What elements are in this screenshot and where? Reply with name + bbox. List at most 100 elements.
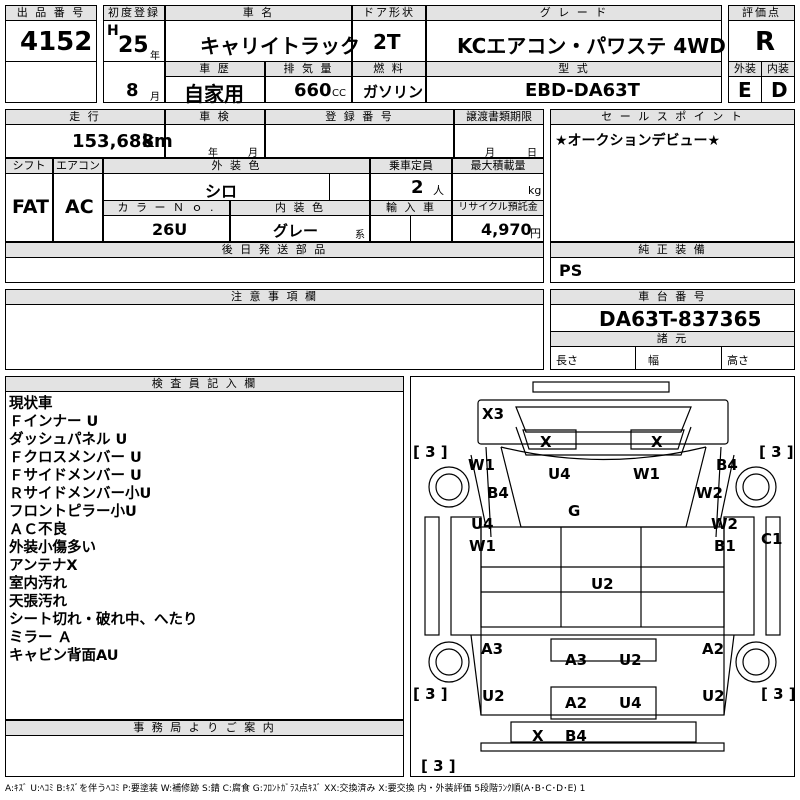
transfer-day-unit: 日 (527, 148, 537, 159)
mark-bed-u2b: U2 (619, 651, 642, 669)
remark-line: Ｆクロスメンバー U (9, 450, 142, 466)
legend-text: A:ｷｽﾞ U:ﾍｺﾐ B:ｷｽﾞを伴うﾍｺﾐ P:要塗装 W:補修跡 S:錆 … (5, 784, 586, 794)
color-no: 26U (152, 220, 188, 239)
import-cell-a (370, 215, 411, 242)
left-side-rail (450, 516, 482, 636)
header-score: 評価点 (728, 5, 795, 21)
shift: FAT (12, 196, 49, 218)
right-window (630, 429, 685, 450)
fuel: ガソリン (363, 83, 424, 101)
transfer-month-unit: 月 (485, 148, 495, 159)
ext-color-cell: シロ (103, 173, 330, 201)
history: 自家用 (184, 82, 244, 106)
displacement-cell: 660 CC (265, 76, 352, 103)
aircon: AC (65, 196, 94, 218)
door: 2T (373, 30, 401, 54)
header-door: ドア形状 (352, 5, 426, 21)
capacity-unit: 人 (433, 184, 444, 197)
reg-year-unit: 年 (150, 51, 160, 62)
damage-diagram: X3 X X [ 3 ] [ 3 ] W1 B4 U4 W1 B4 W2 G U… (410, 376, 795, 777)
rear-right-wheel (735, 641, 777, 683)
car-name-cell: キャリイトラック (165, 20, 360, 62)
recycle-cell: 4,970 円 (452, 215, 544, 242)
remark-line: Ｒサイドメンバー小U (9, 486, 152, 502)
car-name: キャリイトラック (200, 34, 360, 58)
chassis-no-cell: DA63T-837365 (550, 304, 795, 332)
mark-l-u4: U4 (471, 515, 494, 533)
header-later-parts: 後 日 発 送 部 品 (5, 242, 544, 258)
roof-outline (477, 399, 729, 445)
mileage: 153,688 (72, 131, 154, 152)
max-load-cell: kg (452, 173, 544, 201)
inspection-cell: 年 月 (165, 124, 265, 159)
header-fuel: 燃 料 (352, 61, 426, 77)
mark-hood-w1: W1 (633, 465, 660, 483)
header-history: 車 歴 (165, 61, 265, 77)
header-interior-grade: 内装 (761, 61, 795, 77)
first-reg-cell: H 25 年 (103, 20, 165, 62)
header-shift: シフト (5, 158, 53, 174)
mark-fr-w2: W2 (696, 484, 723, 502)
mark-rear-b4: B4 (565, 727, 587, 745)
bed-floor (480, 526, 725, 628)
header-model: 型 式 (426, 61, 722, 77)
notes-box (5, 304, 544, 370)
lot-no-cell: 4152 (5, 20, 97, 62)
roof-panel (515, 406, 692, 433)
mark-l-w1: W1 (469, 537, 496, 555)
transfer-deadline-cell: 月 日 (454, 124, 544, 159)
model: EBD-DA63T (525, 80, 640, 101)
right-side-rail (723, 516, 755, 636)
remark-line: Ｆサイドメンバー U (9, 468, 142, 484)
reg-month: 8 (126, 80, 139, 101)
reg-year: 25 (118, 33, 149, 58)
sales-point-box: ★オークションデビュー★ (550, 124, 795, 242)
remark-line: ダッシュパネル U (9, 432, 128, 448)
header-color-no: カ ラ ー Ｎ ｏ . (103, 200, 230, 216)
mark-fr-b4: B4 (716, 456, 738, 474)
right-mirror-rail (765, 516, 781, 636)
mark-rear-x: X (532, 727, 544, 745)
capacity: 2 (411, 177, 424, 198)
mark-bracket-rl: [ 3 ] (413, 685, 448, 703)
cab-sides (485, 446, 722, 538)
mark-tail-a2: A2 (565, 694, 587, 712)
rear-left-wheel (428, 641, 470, 683)
mark-r-c1: C1 (761, 530, 782, 548)
mark-tail-u4: U4 (619, 694, 642, 712)
color-no-cell: 26U (103, 215, 230, 242)
header-chassis-no: 車 台 番 号 (550, 289, 795, 305)
truck-outline: X3 X X [ 3 ] [ 3 ] W1 B4 U4 W1 B4 W2 G U… (413, 381, 794, 775)
reg-month-unit: 月 (150, 92, 160, 103)
width-label: 幅 (648, 354, 659, 367)
header-notes: 注 意 事 項 欄 (5, 289, 544, 305)
header-first-reg: 初度登録 (103, 5, 165, 21)
remark-line: キャビン背面AU (9, 648, 119, 664)
mark-rr-u2: U2 (702, 687, 725, 705)
header-capacity: 乗車定員 (370, 158, 452, 174)
genuine-equipment: PS (559, 261, 583, 280)
header-grade: グ レ ー ド (426, 5, 722, 21)
era: H (107, 23, 119, 39)
ext-color-extra (329, 173, 370, 201)
length-cell: 長さ (550, 346, 636, 370)
remark-line: フロントピラー小U (9, 504, 137, 520)
mileage-cell: 153,688 km (5, 124, 173, 158)
inspection-year-unit: 年 (208, 148, 218, 159)
header-sales-point: セ ー ル ス ポ イ ン ト (550, 109, 795, 125)
header-dimensions: 諸 元 (550, 331, 795, 347)
mark-bracket-rear: [ 3 ] (421, 757, 456, 775)
rear-body (480, 634, 725, 716)
mark-roof-right: X (651, 433, 663, 451)
windshield-outline (515, 426, 692, 456)
header-inspection: 車 検 (165, 109, 265, 125)
recycle: 4,970 (481, 220, 532, 239)
aircon-cell: AC (53, 173, 103, 242)
mark-fl-w1: W1 (468, 456, 495, 474)
lot-no-blank (5, 61, 97, 103)
reg-month-cell: 8 月 (103, 61, 165, 103)
header-import: 輸 入 車 (370, 200, 452, 216)
header-office-info: 事 務 局 よ り ご 案 内 (5, 720, 404, 736)
header-mileage: 走 行 (5, 109, 165, 125)
